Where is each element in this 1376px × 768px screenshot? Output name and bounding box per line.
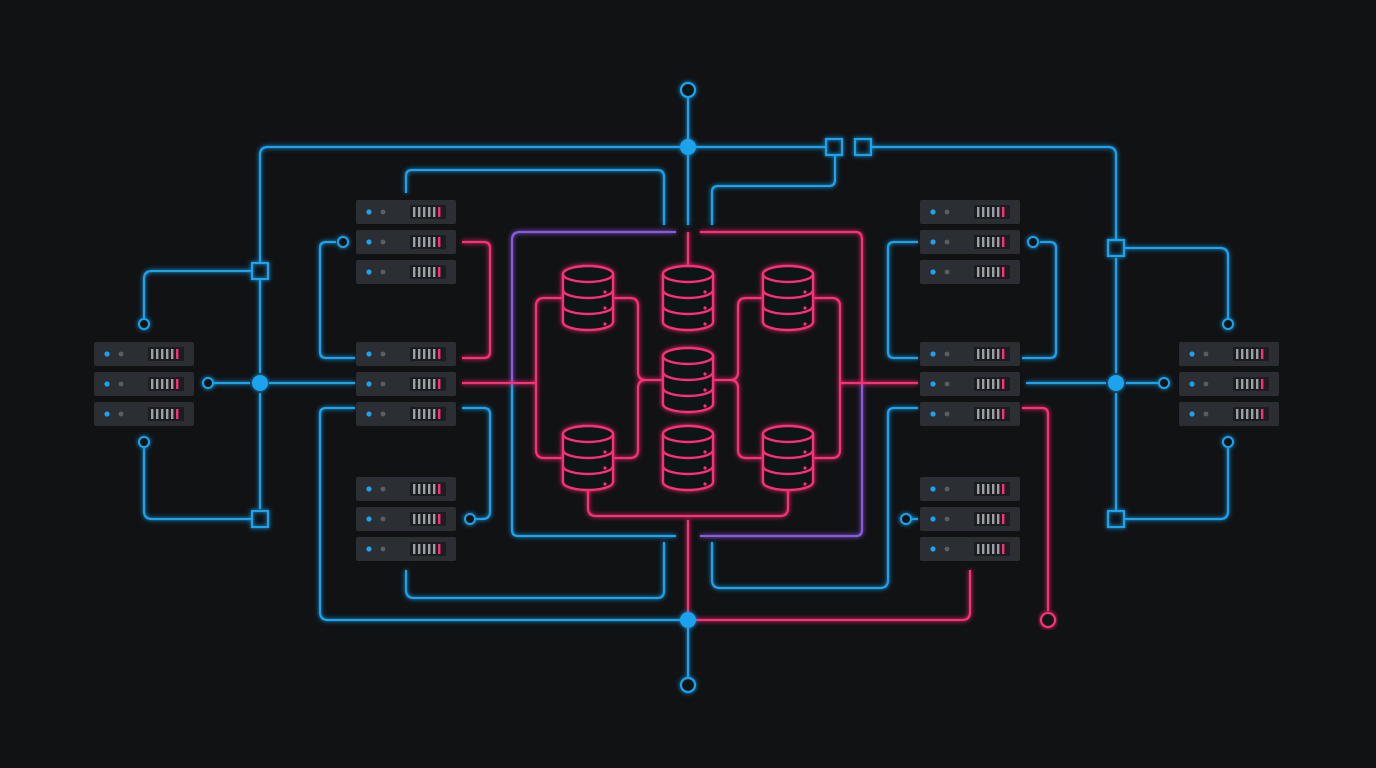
link-db-right-bus [813, 296, 842, 460]
link-pink-bottom-right [696, 570, 972, 622]
link-switch-center [710, 156, 837, 225]
boundary-links [510, 230, 864, 538]
endpoint-ring-icon[interactable] [337, 236, 349, 248]
link-db-bottom-bus [586, 490, 790, 518]
link-pink-left-upper [462, 240, 492, 360]
endpoint-ring-icon[interactable] [679, 676, 697, 694]
server-rack-icon[interactable] [94, 342, 194, 426]
server-stacks [94, 200, 1279, 561]
link-db-a-center [614, 296, 662, 382]
link-left-bottom-frame [318, 406, 680, 622]
switch-nodes [250, 137, 1126, 529]
link-pink-inner-right-upper [700, 230, 864, 384]
endpoint-ring-icon[interactable] [1158, 377, 1170, 389]
network-links [142, 98, 1230, 677]
link-bottom-server-center [404, 542, 666, 600]
link-top-server-center [404, 168, 666, 225]
link-inner-left-upper [510, 230, 676, 384]
data-links [462, 230, 1050, 622]
switch-square-icon[interactable] [853, 137, 873, 157]
link-right-bottom-frame [710, 406, 918, 590]
link-top-left-frame [258, 145, 680, 262]
link-db-left-bus [534, 296, 563, 460]
server-rack-icon[interactable] [356, 342, 456, 426]
endpoint-ring-icon[interactable] [1039, 611, 1057, 629]
endpoint-ring-icon[interactable] [900, 513, 912, 525]
endpoint-ring-icon[interactable] [1222, 318, 1234, 330]
db-cluster [561, 264, 815, 492]
server-rack-icon[interactable] [920, 200, 1020, 284]
database-cylinder-icon[interactable] [661, 346, 715, 414]
endpoint-ring-icon[interactable] [1222, 436, 1234, 448]
link-left-switch-down [142, 448, 252, 521]
link-top-right-frame [871, 145, 1118, 240]
link-left-server-loop [318, 240, 355, 360]
switch-square-icon[interactable] [1106, 509, 1126, 529]
database-cylinder-icon[interactable] [761, 264, 815, 332]
server-rack-icon[interactable] [1179, 342, 1279, 426]
link-db-d-center [614, 378, 647, 460]
switch-square-icon[interactable] [824, 137, 844, 157]
endpoint-ring-icon[interactable] [202, 377, 214, 389]
endpoint-ring-icon[interactable] [1027, 236, 1039, 248]
link-left-server-bridge [462, 406, 492, 521]
database-cylinder-icon[interactable] [561, 264, 615, 332]
server-rack-icon[interactable] [920, 477, 1020, 561]
database-cylinder-icon[interactable] [561, 424, 615, 492]
switch-square-icon[interactable] [250, 509, 270, 529]
switch-square-icon[interactable] [250, 261, 270, 281]
link-right-switch-up [1125, 246, 1230, 318]
database-cylinder-icon[interactable] [661, 424, 715, 492]
hub-icon[interactable] [1108, 375, 1124, 391]
hub-nodes [252, 139, 1124, 628]
endpoint-nodes [138, 81, 1234, 694]
endpoint-ring-icon[interactable] [138, 318, 150, 330]
link-inner-right-lower [700, 384, 864, 538]
database-cylinder-icon[interactable] [661, 264, 715, 332]
server-rack-icon[interactable] [356, 477, 456, 561]
server-rack-icon[interactable] [356, 200, 456, 284]
link-db-f-center [729, 378, 762, 460]
hub-icon[interactable] [680, 139, 696, 155]
endpoint-ring-icon[interactable] [679, 81, 697, 99]
switch-square-icon[interactable] [1106, 238, 1126, 258]
link-inner-left-lower [510, 384, 676, 538]
link-right-server-loop [1022, 240, 1058, 360]
database-cylinder-icon[interactable] [761, 424, 815, 492]
link-db-c-center [714, 296, 762, 382]
link-right-inner-loop [886, 240, 918, 360]
hub-icon[interactable] [252, 375, 268, 391]
link-right-switch-down [1125, 448, 1230, 521]
link-pink-right-drop [1022, 406, 1050, 611]
endpoint-ring-icon[interactable] [138, 436, 150, 448]
hub-icon[interactable] [680, 612, 696, 628]
server-rack-icon[interactable] [920, 342, 1020, 426]
link-left-switch-up [142, 269, 252, 318]
data-endpoint-nodes [1039, 611, 1057, 629]
endpoint-ring-icon[interactable] [464, 513, 476, 525]
